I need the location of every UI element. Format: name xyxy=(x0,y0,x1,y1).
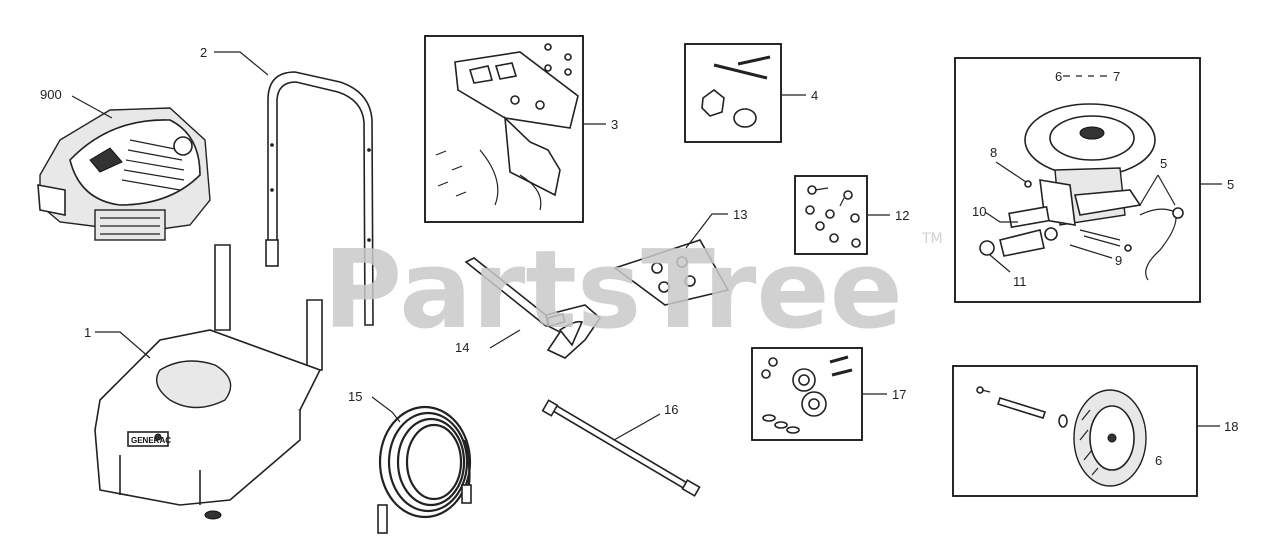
callout-5-hose: 5 xyxy=(1160,156,1167,171)
callout-900: 900 xyxy=(40,87,62,102)
hardware-bag-part[interactable] xyxy=(613,239,730,306)
callout-16: 16 xyxy=(664,402,678,417)
callout-17: 17 xyxy=(892,387,906,402)
frame-badge: GENERAC xyxy=(131,436,171,445)
callout-5: 5 xyxy=(1227,177,1234,192)
callout-4: 4 xyxy=(811,88,818,103)
callout-8: 8 xyxy=(990,145,997,160)
pump-part[interactable] xyxy=(979,103,1184,281)
watermark-text: PartsTree xyxy=(323,228,903,353)
watermark-trademark: TM xyxy=(921,231,943,247)
callout-7: 7 xyxy=(1113,69,1120,84)
handle-part[interactable] xyxy=(265,71,374,326)
fastener-kit-box[interactable] xyxy=(684,43,782,143)
callout-6-wheel: 6 xyxy=(1155,453,1162,468)
callout-11: 11 xyxy=(1013,274,1027,289)
callout-15: 15 xyxy=(348,389,362,404)
callout-2: 2 xyxy=(200,45,207,60)
engine-part[interactable] xyxy=(37,107,211,241)
callout-9: 9 xyxy=(1115,253,1122,268)
callout-18: 18 xyxy=(1224,419,1238,434)
callout-10: 10 xyxy=(972,204,986,219)
bearing-part[interactable] xyxy=(761,355,853,434)
fastener-part[interactable] xyxy=(701,55,771,128)
hose-part[interactable] xyxy=(377,405,472,534)
bracket-part[interactable] xyxy=(435,43,579,211)
frame-part[interactable]: GENERAC xyxy=(94,244,323,520)
lance-part[interactable] xyxy=(541,399,701,497)
callout-1: 1 xyxy=(84,325,91,340)
callout-12: 12 xyxy=(895,208,909,223)
spray-gun-part[interactable] xyxy=(464,257,602,359)
callout-6: 6 xyxy=(1055,69,1062,84)
wheel-part[interactable] xyxy=(976,386,1147,487)
hardware-part[interactable] xyxy=(805,185,861,248)
callout-3: 3 xyxy=(611,117,618,132)
callout-13: 13 xyxy=(733,207,747,222)
callout-14: 14 xyxy=(455,340,469,355)
